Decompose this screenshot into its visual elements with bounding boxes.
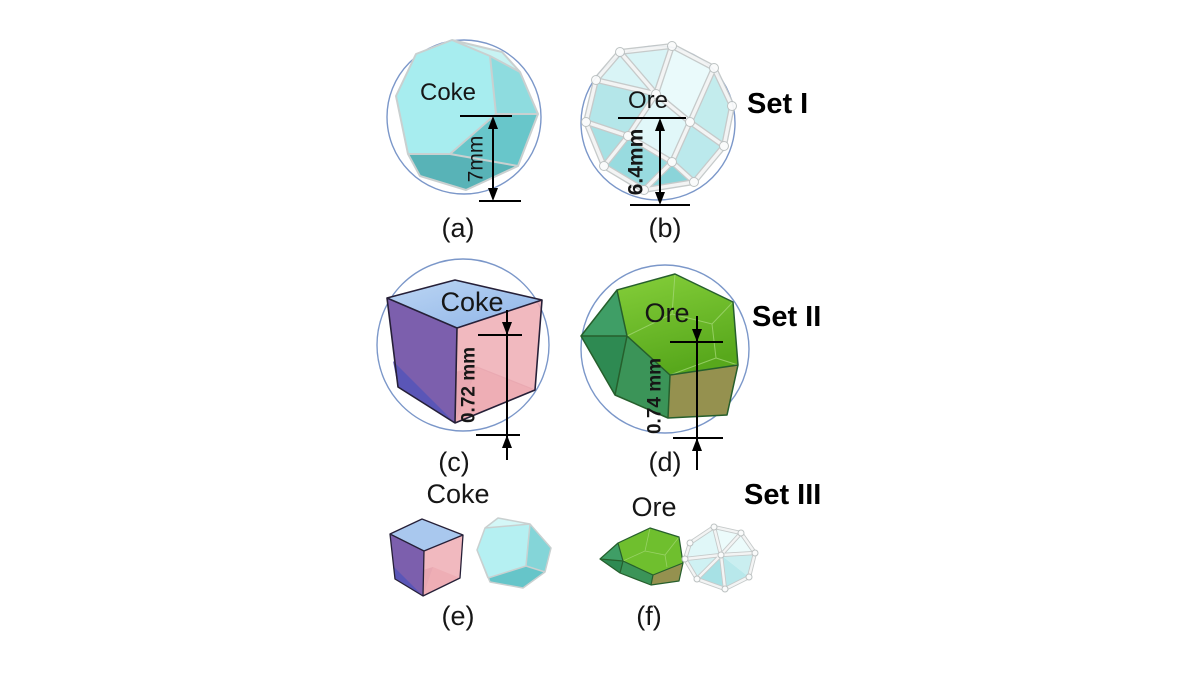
panel-a: Coke 7mm [386, 28, 546, 208]
dimension-c: 0.72 mm [459, 310, 522, 460]
bounding-circle-a [386, 39, 542, 195]
caption-f: (f) [636, 601, 662, 631]
panel-f [593, 515, 771, 600]
panel-e [380, 508, 560, 603]
material-label-b: Ore [628, 87, 668, 114]
material-label-f: Ore [631, 492, 677, 522]
ore-sphere-clump-small [681, 523, 759, 593]
material-label-e: Coke [426, 479, 490, 509]
material-label-a: Coke [420, 79, 476, 106]
caption-e: (e) [441, 601, 475, 631]
panel-d: Ore 0.74 mm [575, 258, 765, 490]
material-label-c: Coke [440, 287, 503, 317]
set-i-label: Set I [747, 88, 809, 120]
caption-d: (d) [648, 447, 682, 477]
panel-c: Coke 0.72 mm [372, 253, 567, 481]
coke-cube-c [386, 279, 543, 424]
dimension-label-b: 6.4mm [625, 129, 648, 196]
coke-cube-small [389, 518, 464, 597]
bounding-circle-d [580, 264, 750, 434]
panel-b: Ore 6.4mm [576, 34, 744, 214]
dimension-label-d: 0.74 mm [645, 358, 666, 434]
dimension-b: 6.4mm [618, 117, 690, 206]
set-iii-label: Set III [744, 479, 822, 511]
ore-polyhedron-d [580, 273, 739, 419]
clump-vertex-spheres-small [681, 523, 759, 593]
dimension-label-a: 7mm [465, 136, 488, 183]
dimension-label-c: 0.72 mm [459, 347, 480, 423]
caption-a: (a) [441, 213, 475, 243]
bounding-circle-c [376, 258, 550, 432]
coke-polyhedron-small [476, 517, 552, 589]
caption-b: (b) [648, 213, 682, 243]
material-label-d: Ore [644, 298, 689, 328]
caption-c: (c) [438, 447, 470, 477]
set-ii-label: Set II [752, 301, 822, 333]
dimension-a: 7mm [460, 115, 521, 202]
dimension-d: 0.74 mm [645, 316, 723, 470]
clump-vertex-spheres [581, 41, 737, 195]
ore-polyhedron-small [599, 527, 684, 586]
